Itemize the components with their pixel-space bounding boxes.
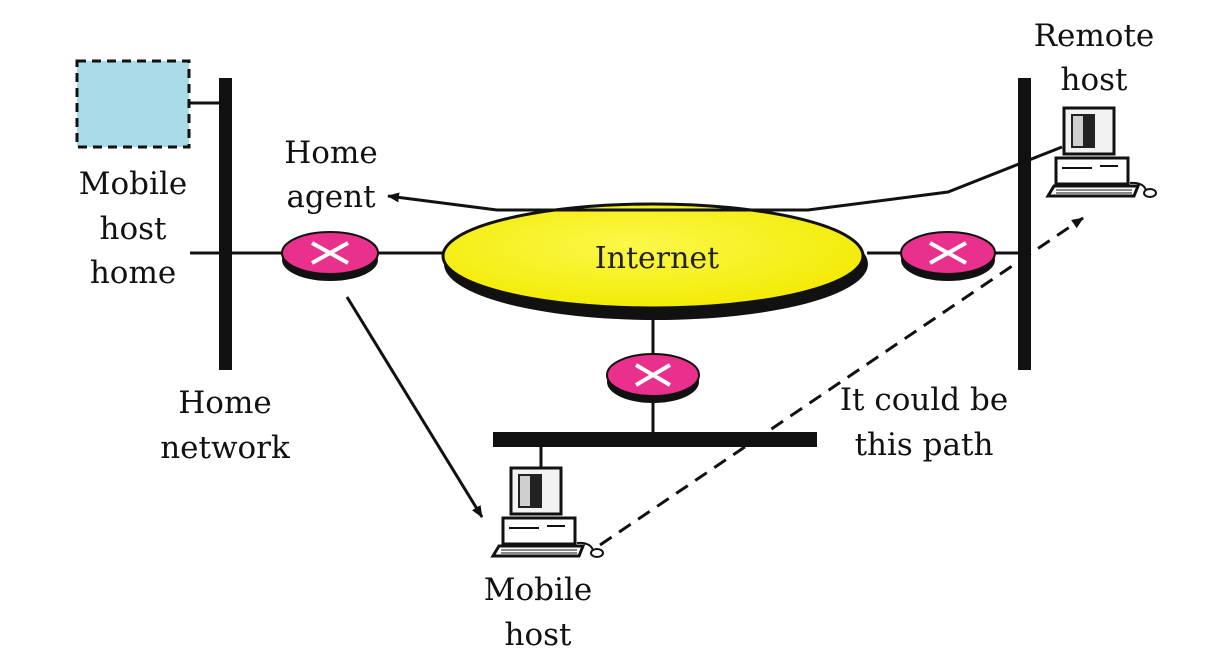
home-agent-to-mobile-arrow: [345, 296, 484, 518]
home-agent-label-line2: agent: [286, 179, 376, 215]
remote-network-bus: [1018, 78, 1031, 370]
home-network-label-line2: network: [160, 430, 290, 466]
path-note-label-line1: It could be: [840, 382, 1008, 418]
remote-host-label-line1: Remote: [1034, 18, 1155, 54]
router-icon: [606, 353, 700, 403]
home-network-bus: [219, 78, 232, 370]
mobile-host-home-label-line2: host: [100, 211, 168, 247]
foreign-network-bus: [493, 432, 817, 447]
router-icon: [900, 231, 996, 281]
mobile-host-label-line1: Mobile: [484, 572, 592, 608]
mobile-host-home-label-line3: home: [90, 255, 176, 291]
mobile-host-label-line2: host: [505, 617, 573, 653]
mobile-host-home-label-line1: Mobile: [79, 166, 187, 202]
computer-icon: [490, 466, 604, 558]
computer-icon: [1045, 106, 1157, 198]
internet-label: Internet: [595, 241, 719, 276]
home-agent-label-line1: Home: [284, 135, 377, 171]
remote-to-home-agent-arrow: [387, 145, 1063, 212]
router-icon: [281, 231, 379, 281]
path-note-label-line2: this path: [855, 427, 994, 463]
internet-cloud: [441, 202, 865, 310]
direct-path-arrow: [599, 216, 1084, 547]
remote-host-label-line2: host: [1061, 62, 1129, 98]
mobile-host-home-box: [75, 59, 191, 149]
home-network-label-line1: Home: [178, 385, 271, 421]
